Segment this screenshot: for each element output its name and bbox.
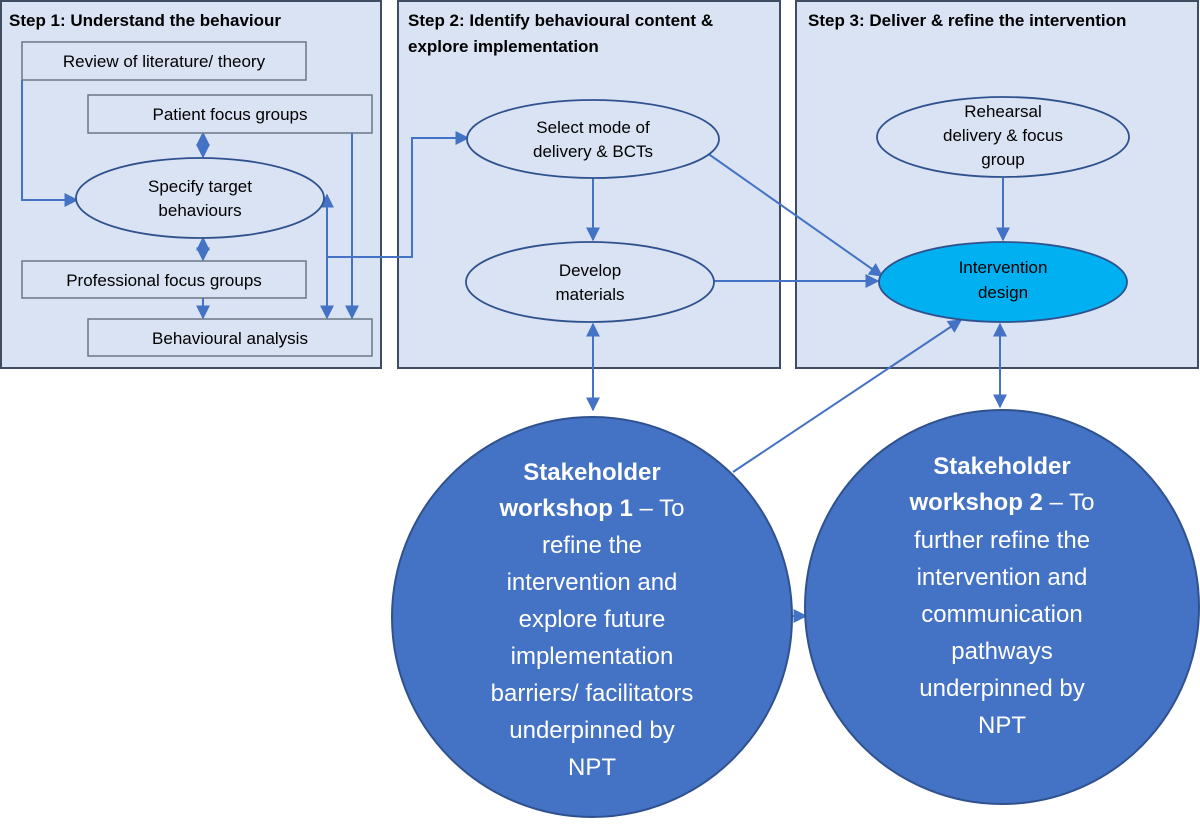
develop-materials-line1: Develop: [559, 261, 621, 280]
patient-focus-box: Patient focus groups: [87, 94, 373, 134]
rehearsal-line1: Rehearsal: [964, 102, 1042, 121]
stakeholder-workshop2-circle: Stakeholder workshop 2 – To further refi…: [804, 409, 1200, 805]
arrow-select-intervention: [699, 147, 884, 277]
patient-focus-label: Patient focus groups: [153, 105, 308, 124]
workshop1-line1: refine the: [542, 532, 642, 559]
step2-title-line2: explore implementation: [408, 37, 599, 56]
workshop1-line4: implementation: [511, 643, 674, 670]
professional-focus-box: Professional focus groups: [21, 260, 307, 299]
workshop1-line6: underpinned by: [509, 717, 674, 744]
workshop1-dash-text: – To: [633, 495, 685, 522]
arrow-workshop1-intervention: [732, 319, 963, 473]
rehearsal-line3: group: [981, 150, 1024, 169]
specify-target-line1: Specify target: [148, 177, 252, 196]
step2-title-line1: Step 2: Identify behavioural content &: [408, 11, 713, 30]
professional-focus-label: Professional focus groups: [66, 271, 262, 290]
step3-title: Step 3: Deliver & refine the interventio…: [808, 11, 1126, 30]
behavioural-analysis-box: Behavioural analysis: [87, 318, 373, 357]
workshop2-line4: pathways: [951, 638, 1052, 665]
workshop2-line5: underpinned by: [919, 675, 1084, 702]
workshop2-line3: communication: [921, 601, 1082, 628]
workshop2-line1: further refine the: [914, 527, 1090, 554]
workshop2-dash-text: – To: [1043, 489, 1095, 516]
workshop2-bold-line2: workshop 2: [909, 489, 1043, 516]
rehearsal-ellipse: Rehearsal delivery & focus group: [876, 96, 1130, 178]
select-mode-ellipse: Select mode of delivery & BCTs: [466, 99, 720, 179]
workshop1-line3: explore future: [519, 606, 666, 633]
specify-target-line2: behaviours: [158, 201, 241, 220]
arrow-step1-to-select-mode: [327, 131, 470, 258]
develop-materials-ellipse: Develop materials: [465, 241, 715, 323]
workshop2-line2: intervention and: [917, 564, 1088, 591]
review-literature-box: Review of literature/ theory: [21, 41, 307, 81]
intervention-design-line2: design: [978, 283, 1028, 302]
rehearsal-line2: delivery & focus: [943, 126, 1063, 145]
svg-text:Stakeholder: Stakeholder: [933, 453, 1070, 480]
workshop2-line6: NPT: [978, 712, 1026, 739]
svg-text:workshop 2 – To: workshop 2 – To: [909, 489, 1095, 516]
step1-title: Step 1: Understand the behaviour: [9, 11, 281, 30]
intervention-design-ellipse: Intervention design: [878, 241, 1128, 323]
develop-materials-line2: materials: [556, 285, 625, 304]
select-mode-line1: Select mode of: [536, 118, 650, 137]
workshop1-line5: barriers/ facilitators: [491, 680, 694, 707]
connectors: [21, 80, 1010, 623]
specify-target-ellipse: Specify target behaviours: [75, 157, 325, 239]
select-mode-line2: delivery & BCTs: [533, 142, 653, 161]
svg-text:workshop 1 – To: workshop 1 – To: [499, 495, 685, 522]
behavioural-analysis-label: Behavioural analysis: [152, 329, 308, 348]
workshop2-bold-line1: Stakeholder: [933, 453, 1070, 480]
workshop1-line2: intervention and: [507, 569, 678, 596]
svg-text:Stakeholder: Stakeholder: [523, 459, 660, 486]
arrow-review-to-specify: [21, 80, 79, 207]
workshop1-bold-line1: Stakeholder: [523, 459, 660, 486]
intervention-design-line1: Intervention: [959, 258, 1048, 277]
stakeholder-workshop1-circle: Stakeholder workshop 1 – To refine the i…: [391, 416, 793, 818]
workshop1-bold-line2: workshop 1: [499, 495, 633, 522]
workshop1-line7: NPT: [568, 754, 616, 781]
review-literature-label: Review of literature/ theory: [63, 52, 266, 71]
